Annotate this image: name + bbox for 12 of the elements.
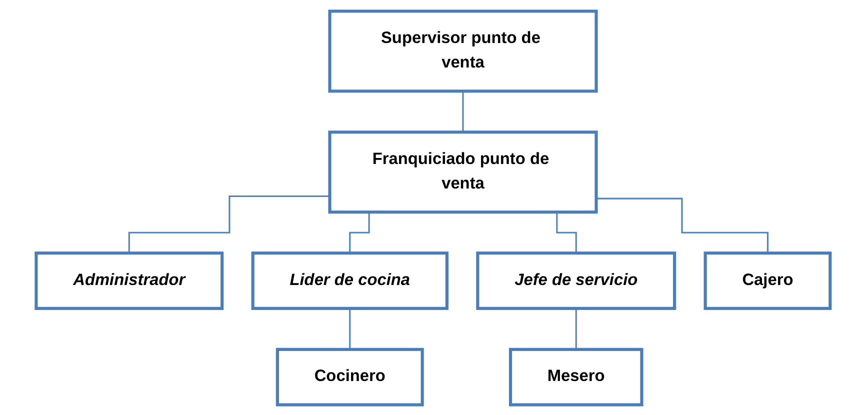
node-box: Cajero — [704, 251, 832, 310]
connector — [596, 197, 768, 254]
node-box: Jefe de servicio — [476, 251, 676, 310]
node-box: Administrador — [34, 251, 224, 310]
node-box: Lider de cocina — [251, 251, 448, 310]
connector — [348, 307, 350, 350]
connector — [575, 307, 577, 350]
connector — [128, 194, 330, 254]
node-box: Supervisor punto de venta — [328, 9, 598, 92]
node-box: Franquiciado punto de venta — [328, 130, 598, 214]
node-box: Cocinero — [276, 347, 424, 406]
node-box: Mesero — [508, 347, 644, 406]
